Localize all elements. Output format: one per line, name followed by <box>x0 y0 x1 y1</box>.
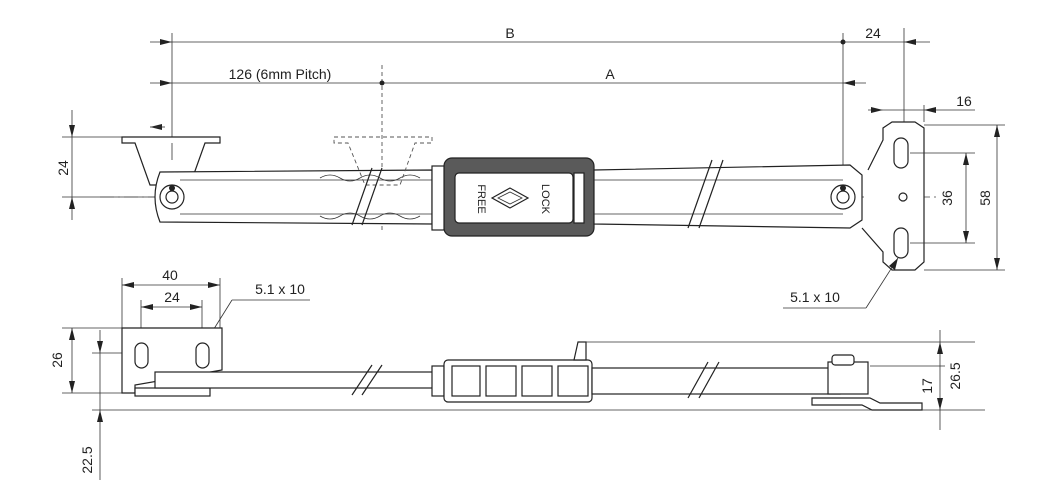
dim-36-label: 36 <box>939 190 955 206</box>
dim-a-label: A <box>605 66 615 82</box>
dim-17-label: 17 <box>919 378 935 394</box>
dim-24-side-label: 24 <box>164 289 180 305</box>
dimension-a: 126 (6mm Pitch) A <box>150 66 866 86</box>
dim-22-5-label: 22.5 <box>79 446 95 473</box>
dimension-24-top: 24 <box>843 25 930 45</box>
left-side-bracket <box>121 327 223 397</box>
dimension-b: B <box>150 25 846 45</box>
slot-leader-right: 5.1 x 10 <box>783 257 899 309</box>
dimension-58: 58 <box>924 124 1005 271</box>
free-lock-handle: FREE LOCK <box>443 157 595 237</box>
dim-16-label: 16 <box>956 93 972 109</box>
dim-b-label: B <box>505 25 514 41</box>
right-arm <box>593 159 863 229</box>
ghost-bracket <box>333 136 433 186</box>
dim-24-top-label: 24 <box>865 25 881 41</box>
dim-26-label: 26 <box>49 352 65 368</box>
dimension-22-5: 22.5 <box>79 330 985 480</box>
free-label: FREE <box>475 184 487 213</box>
dim-24-left-label: 24 <box>55 160 71 176</box>
side-view: 40 24 5.1 x 10 26 <box>49 267 985 480</box>
right-mounting-plate <box>861 121 925 271</box>
left-pivot-bracket <box>121 124 221 186</box>
slot-left-label: 5.1 x 10 <box>255 281 305 297</box>
dimension-24-side: 24 <box>140 289 203 340</box>
lock-label: LOCK <box>539 184 551 215</box>
dimension-16: 16 <box>868 93 975 122</box>
dimension-26-5: 26.5 <box>580 330 975 430</box>
dimension-26: 26 <box>49 327 122 394</box>
side-arm-right <box>591 354 923 411</box>
top-view: B 24 126 (6mm Pitch) A 24 <box>55 25 1005 309</box>
dim-26-5-label: 26.5 <box>947 362 963 389</box>
slot-right-label: 5.1 x 10 <box>790 289 840 305</box>
dim-40-label: 40 <box>162 267 178 283</box>
dimension-36: 36 <box>910 152 975 244</box>
dim-58-label: 58 <box>977 190 993 206</box>
dimension-40: 40 <box>121 267 221 330</box>
dimension-17: 17 <box>870 365 945 394</box>
side-arm <box>154 364 441 396</box>
dim-pitch-label: 126 (6mm Pitch) <box>229 66 332 82</box>
side-handle <box>431 341 593 403</box>
left-arm <box>154 169 433 225</box>
